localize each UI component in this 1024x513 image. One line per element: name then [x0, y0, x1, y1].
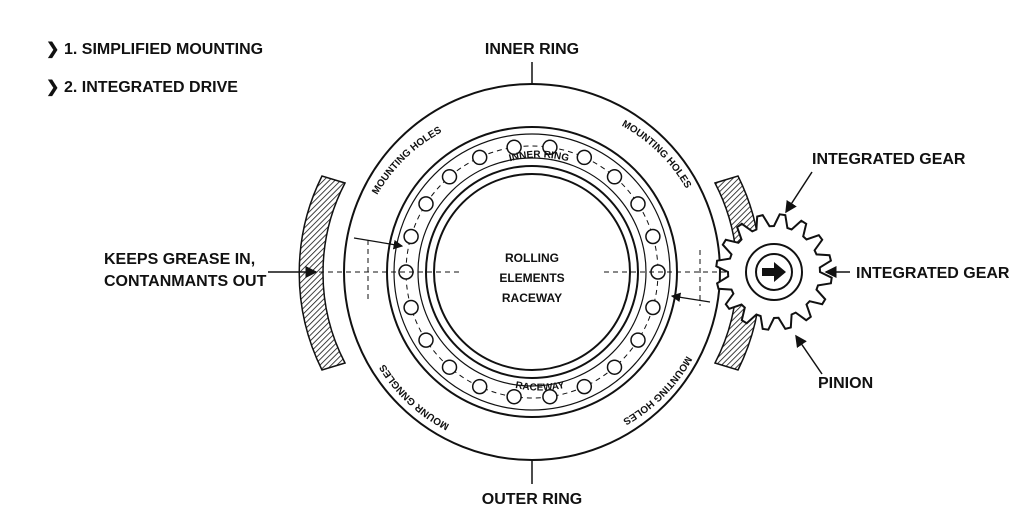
rolling-element: [441, 169, 458, 185]
rolling-element: [606, 359, 623, 375]
svg-text:MOUNTING HOLES: MOUNTING HOLES: [620, 119, 693, 191]
rolling-element: [506, 388, 522, 405]
left-seal: [298, 175, 347, 371]
seal-label-line1: KEEPS GREASE IN,: [104, 251, 255, 268]
seal-label-line2: CONTANMANTS OUT: [104, 273, 267, 290]
inner-ring-edge: [425, 165, 639, 379]
chevron-right-icon: ❯: [46, 79, 59, 97]
feature-list: ❯ 1. SIMPLIFIED MOUNTING ❯ 2. INTEGRATED…: [46, 41, 263, 97]
mounting-holes-label-bottom-right: MOUNTING HOLES: [621, 354, 694, 427]
svg-text:MOUNTING HOLES: MOUNTING HOLES: [621, 354, 694, 427]
pinion-label: PINION: [818, 375, 873, 392]
drive-arrow-icon: [762, 262, 786, 282]
rolling-element: [506, 139, 522, 156]
outer-ring-label: OUTER RING: [482, 491, 582, 508]
rolling-element: [542, 139, 558, 156]
integrated-gear-label-right: INTEGRATED GEAR: [856, 265, 1010, 282]
rolling-element: [471, 378, 488, 395]
clearance-arrow-left: [353, 237, 404, 250]
rolling-element: [403, 228, 419, 245]
clearance-arrow-right: [670, 292, 711, 303]
rolling-element: [471, 149, 488, 166]
rolling-element: [630, 332, 646, 348]
rolling-element: [645, 228, 661, 245]
rolling-element: [630, 196, 646, 212]
chevron-right-icon: ❯: [46, 41, 59, 59]
inner-ring-arc-label: INNER RING: [508, 149, 570, 164]
svg-text:INNER RING: INNER RING: [508, 149, 570, 164]
mounting-holes-label-top-right: MOUNTING HOLES: [620, 119, 693, 191]
center-label-line1: ROLLING: [505, 251, 559, 265]
rolling-element: [645, 299, 661, 316]
pinion-arrow: [795, 334, 823, 375]
rolling-element: [576, 149, 593, 166]
svg-text:RACEWAY: RACEWAY: [514, 380, 565, 394]
feature-label: 2. INTEGRATED DRIVE: [64, 79, 238, 96]
rolling-element: [542, 388, 558, 405]
svg-text:MOUNR GNNGLES: MOUNR GNNGLES: [378, 362, 451, 432]
outer-ring-edge: [343, 83, 721, 461]
center-label-line3: RACEWAY: [502, 291, 562, 305]
rolling-element: [403, 299, 419, 316]
rolling-element: [418, 196, 434, 212]
feature-item: ❯ 1. SIMPLIFIED MOUNTING: [46, 41, 263, 59]
rolling-element: [606, 169, 623, 185]
inner-bore: [433, 173, 631, 371]
mounting-holes-label-bottom-left: MOUNR GNNGLES: [378, 362, 451, 432]
feature-label: 1. SIMPLIFIED MOUNTING: [64, 41, 263, 58]
integrated-gear-arrow-top: [785, 171, 813, 214]
integrated-gear-label-top: INTEGRATED GEAR: [812, 151, 966, 168]
raceway-arc-label: RACEWAY: [514, 380, 565, 394]
rolling-element: [576, 378, 593, 395]
inner-ring-label: INNER RING: [485, 41, 579, 58]
rolling-element: [418, 332, 434, 348]
feature-item: ❯ 2. INTEGRATED DRIVE: [46, 79, 238, 97]
center-label-line2: ELEMENTS: [499, 271, 564, 285]
rolling-element: [441, 359, 458, 375]
